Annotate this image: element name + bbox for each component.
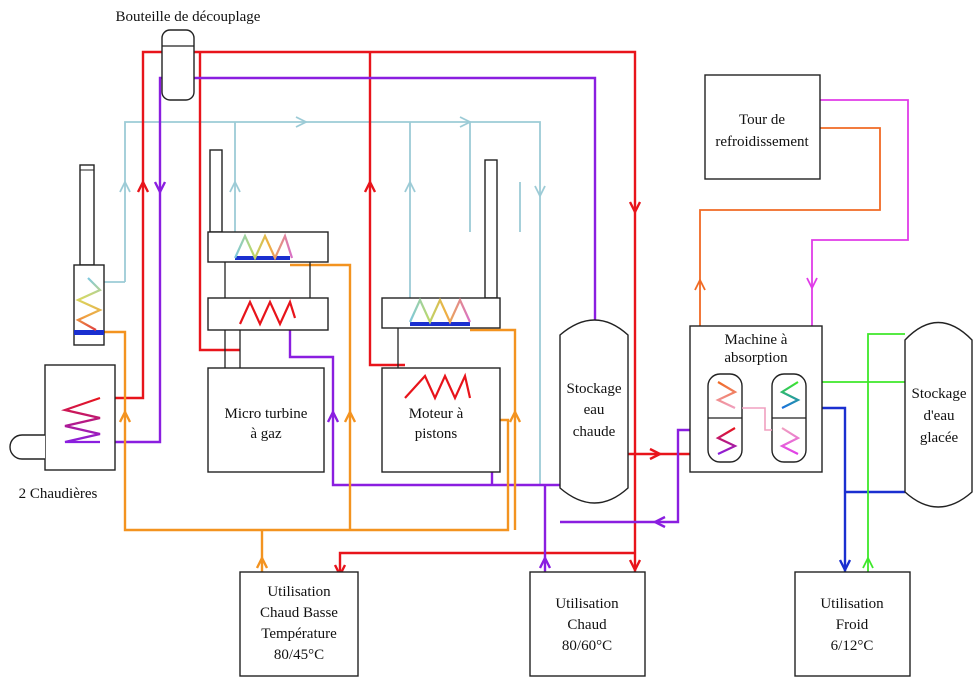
- low-temp-pipes: [100, 263, 522, 572]
- use-hot-label-1: Utilisation: [555, 596, 619, 612]
- use-hot-label-3: 80/60°C: [562, 638, 612, 654]
- absorption-machine: [689, 325, 823, 473]
- engine-label-1: Moteur à: [409, 406, 464, 422]
- cold-storage-label-3: glacée: [920, 430, 959, 446]
- use-cold: [794, 571, 911, 677]
- use-cold-label-3: 6/12°C: [831, 638, 874, 654]
- absorption-label-1: Machine à: [725, 332, 788, 348]
- boilers-label: 2 Chaudières: [19, 486, 98, 502]
- hot-supply-pipes: [100, 50, 690, 578]
- piston-engine: [381, 159, 501, 473]
- boilers: [9, 164, 116, 471]
- use-low-temp-label-3: Température: [261, 626, 337, 642]
- cooling-tower-label-1: Tour de: [739, 112, 785, 128]
- use-cold-label-2: Froid: [836, 617, 869, 633]
- decoupling-bottle-label: Bouteille de découplage: [116, 9, 261, 25]
- cooling-tower: [704, 74, 821, 180]
- use-low-temp-label-2: Chaud Basse: [260, 605, 338, 621]
- microturbine-label-1: Micro turbine: [225, 406, 308, 422]
- hot-storage-label-1: Stockage: [567, 381, 622, 397]
- hot-storage-label-2: eau: [584, 402, 605, 418]
- chilled-water-storage: [904, 321, 973, 508]
- microturbine: [207, 149, 329, 473]
- use-low-temp: [239, 571, 359, 677]
- hot-storage-label-3: chaude: [573, 424, 616, 440]
- decoupling-bottle: [161, 29, 195, 101]
- use-hot-label-2: Chaud: [567, 617, 607, 633]
- engine-label-2: pistons: [415, 426, 458, 442]
- cold-storage-label-1: Stockage: [912, 386, 967, 402]
- use-low-temp-label-1: Utilisation: [267, 584, 331, 600]
- use-cold-label-1: Utilisation: [820, 596, 884, 612]
- microturbine-label-2: à gaz: [250, 426, 282, 442]
- cold-storage-label-2: d'eau: [923, 408, 955, 424]
- use-hot: [529, 571, 646, 677]
- magenta-pipes: [806, 99, 909, 430]
- cooling-tower-label-2: refroidissement: [715, 134, 809, 150]
- absorption-label-2: absorption: [724, 350, 788, 366]
- use-low-temp-label-4: 80/45°C: [274, 647, 324, 663]
- hot-water-storage: [559, 319, 629, 504]
